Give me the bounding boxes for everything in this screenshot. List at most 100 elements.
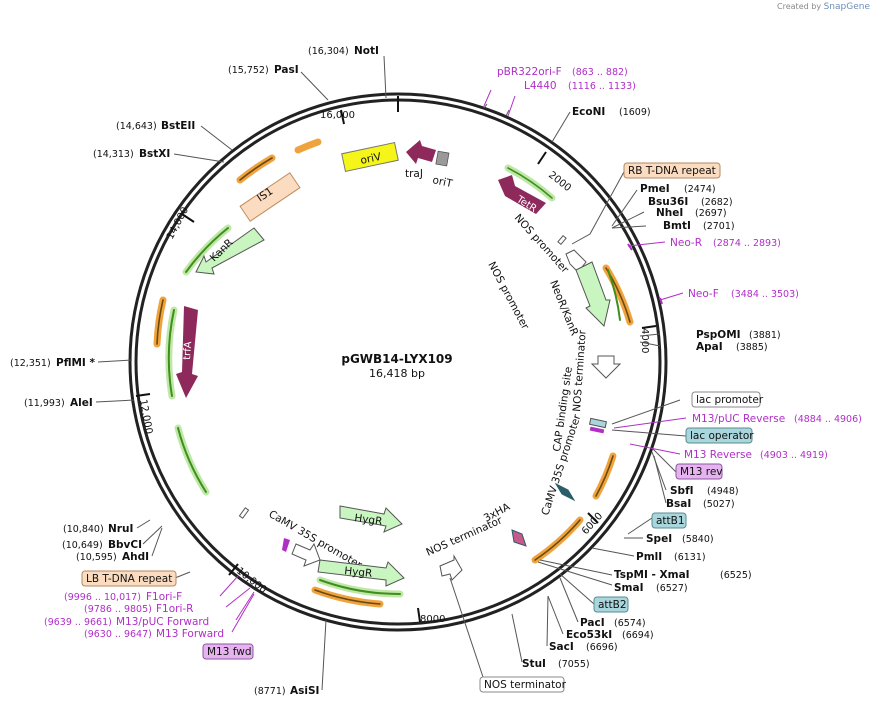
primer-m13pucF-pos: (9639 .. 9661) xyxy=(44,617,112,628)
arc-green-11000 xyxy=(174,424,210,496)
primer-m13fwd-pos: (9630 .. 9647) xyxy=(84,629,152,640)
aleI-pos: (11,993) xyxy=(24,398,65,409)
primer-neoR-pos: (2874 .. 2893) xyxy=(713,238,781,249)
oriT-label: oriT xyxy=(431,174,454,190)
attB2-label: attB2 xyxy=(598,599,627,611)
stuI-pos: (7055) xyxy=(558,659,590,670)
nos-term-box-label: NOS terminator xyxy=(484,679,567,691)
pacI-pos: (6574) xyxy=(614,618,646,629)
camv-2-mark xyxy=(282,538,290,552)
arc-orange-16000 xyxy=(294,138,322,154)
primer-f1oriR-pos: (9786 .. 9805) xyxy=(84,604,152,615)
tick-10000: 10,000 xyxy=(234,566,268,596)
bstEII-pos: (14,643) xyxy=(116,121,157,132)
primer-f1oriR-name: F1ori-R xyxy=(156,603,193,615)
tspMI-name: TspMI - XmaI xyxy=(614,569,690,581)
primer-lines xyxy=(219,89,687,633)
apaI-pos: (3885) xyxy=(736,342,768,353)
ecoNI-name: EcoNI xyxy=(572,106,605,118)
hygR-2-label: HygR xyxy=(344,565,373,580)
oriV-label: oriV xyxy=(359,151,383,167)
eco53kI-name: Eco53kI xyxy=(566,629,612,641)
tick-16000: 16,000 xyxy=(320,110,355,121)
m13-fwd-label: M13 fwd xyxy=(207,646,252,658)
bstXI-name: BstXI xyxy=(139,148,170,160)
nheI-pos: (2697) xyxy=(695,208,727,219)
tick-2000: 2000 xyxy=(546,170,573,194)
pasi-pos: (15,752) xyxy=(228,65,269,76)
snapgene-credit: Created by SnapGene xyxy=(777,2,870,12)
tick-6000: 6000 xyxy=(580,511,605,537)
primer-pbr322-pos: (863 .. 882) xyxy=(572,67,628,78)
ha-feature xyxy=(511,529,527,547)
lac-feature xyxy=(589,426,605,434)
oriV-feature xyxy=(341,141,399,173)
tetR-feature xyxy=(498,175,546,214)
smaI-name: SmaI xyxy=(614,582,644,594)
kanR-feature xyxy=(195,227,265,275)
camv-1-feature xyxy=(554,482,576,502)
speI-pos: (5840) xyxy=(682,534,714,545)
sbfI-pos: (4948) xyxy=(707,486,739,497)
cap-site-feature xyxy=(588,417,608,429)
m13-fwd-box xyxy=(202,643,254,660)
ahdI-pos: (10,595) xyxy=(76,552,117,563)
attB2-box xyxy=(593,596,629,613)
lb-box xyxy=(81,570,177,587)
pmlI-name: PmlI xyxy=(636,551,662,563)
ahdI-name: AhdI xyxy=(122,551,149,563)
pspOMI-pos: (3881) xyxy=(749,330,781,341)
m13-rev-box xyxy=(675,463,723,480)
feature-arcs xyxy=(153,138,634,608)
small-feature-lb xyxy=(238,507,250,519)
primer-pbr322-name: pBR322ori-F xyxy=(497,66,562,78)
pflMI-pos: (12,351) xyxy=(10,358,51,369)
primer-m13puc-pos: (4884 .. 4906) xyxy=(794,414,862,425)
bstEII-name: BstEII xyxy=(161,120,195,132)
pasi-name: PasI xyxy=(274,64,299,76)
pacI-name: PacI xyxy=(580,617,605,629)
asiSI-name: AsiSI xyxy=(290,685,319,697)
lac-promoter-label: lac promoter xyxy=(696,394,764,406)
trfA-feature xyxy=(176,306,198,398)
camv-2-arrow xyxy=(291,542,321,567)
lac-operator-box xyxy=(685,427,753,444)
m13-rev-label: M13 rev xyxy=(680,466,723,478)
lac-operator-label: lac operator xyxy=(690,430,754,442)
primer-m13fwd-name: M13 Forward xyxy=(156,628,224,640)
nos-term-1-arrow xyxy=(590,355,622,379)
hygR-1-label: HygR xyxy=(354,512,383,528)
tick-4000: 4000 xyxy=(639,328,650,353)
primer-f1oriF-name: F1ori-F xyxy=(146,591,182,603)
nos-promoter-1-label: NOS promoter xyxy=(512,212,571,276)
bmtI-pos: (2701) xyxy=(703,221,735,232)
speI-name: SpeI xyxy=(646,533,672,545)
credit-prefix: Created by xyxy=(777,2,822,11)
primer-mark-neoR xyxy=(627,243,633,251)
asiSI-pos: (8771) xyxy=(254,686,286,697)
backbone-outer xyxy=(128,92,668,632)
neoR-feature xyxy=(575,261,611,327)
plasmid-size: 16,418 bp xyxy=(369,367,425,380)
neoR-label: NeoR/KanR xyxy=(547,279,580,338)
is1-feature xyxy=(239,172,301,222)
plasmid-name: pGWB14-LYX109 xyxy=(341,352,452,366)
hygR-2-feature xyxy=(317,559,405,587)
trfA-label: trfA xyxy=(182,341,194,360)
pspOMI-name: PspOMI xyxy=(696,329,741,341)
connector-lines xyxy=(95,55,687,691)
apaI-name: ApaI xyxy=(696,341,723,353)
primer-m13rev-name: M13 Reverse xyxy=(684,449,752,461)
primer-m13puc-name: M13/pUC Reverse xyxy=(692,413,785,425)
lb-label: LB T-DNA repeat xyxy=(86,573,172,585)
noti-pos: (16,304) xyxy=(308,46,349,57)
attB1-box xyxy=(651,512,687,529)
tick-marks xyxy=(135,96,657,623)
pmeI-pos: (2474) xyxy=(684,184,716,195)
bsu36I-pos: (2682) xyxy=(701,197,733,208)
traJ-feature xyxy=(406,140,436,164)
rb-label: RB T-DNA repeat xyxy=(628,165,716,177)
pflMI-name: PflMI * xyxy=(56,357,95,369)
bsaI-name: BsaI xyxy=(666,498,691,510)
